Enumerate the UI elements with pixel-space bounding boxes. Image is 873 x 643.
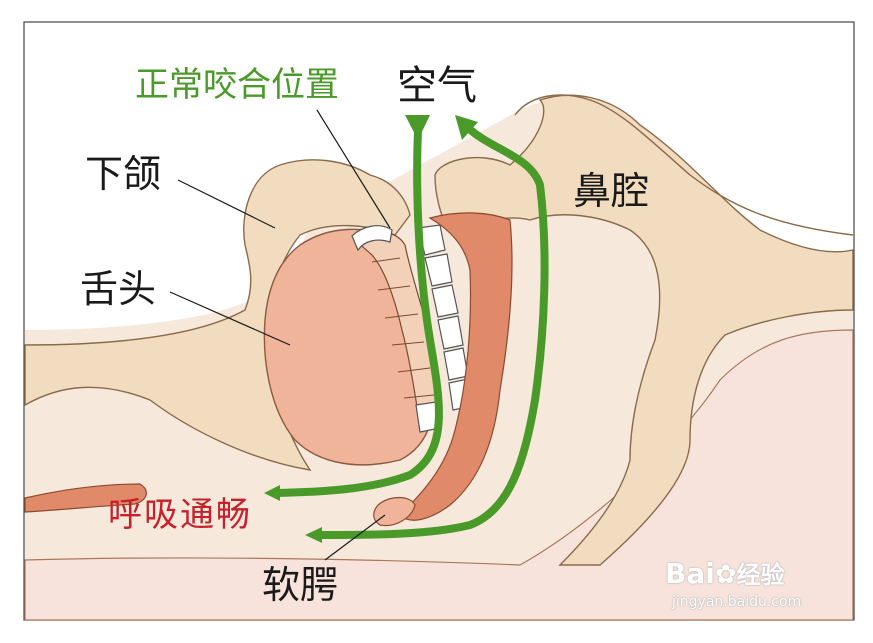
neck-skin (24, 329, 854, 621)
label-air: 空气 (397, 63, 477, 109)
arrow-heads (264, 115, 478, 543)
airflow-nasal-path (316, 121, 549, 539)
upper-skull (514, 94, 854, 236)
label-mandible: 下颌 (85, 152, 162, 196)
label-tongue: 舌头 (80, 267, 157, 311)
lip-tissue (24, 483, 147, 513)
paw-icon: ✿ (714, 560, 737, 590)
label-nasal-cavity: 鼻腔 (573, 169, 650, 213)
watermark-url: jingyan.baidu.com (672, 594, 802, 610)
label-normal-bite-position: 正常咬合位置 (135, 65, 339, 105)
watermark-brand-suffix: 经验 (736, 561, 785, 589)
watermark-logo: Bai✿经验 (665, 555, 785, 590)
uvula (373, 496, 416, 527)
airflow-oral-path (271, 126, 443, 497)
watermark-brand: Bai (665, 557, 715, 590)
label-soft-palate: 软腭 (262, 563, 339, 607)
leader-lines (169, 109, 391, 561)
lower-teeth-segments (371, 257, 435, 399)
soft-palate-tissue (399, 212, 513, 521)
lower-incisor (351, 225, 393, 252)
label-smooth-breathing: 呼吸通畅 (108, 495, 252, 535)
airflow-arrows (271, 121, 549, 539)
